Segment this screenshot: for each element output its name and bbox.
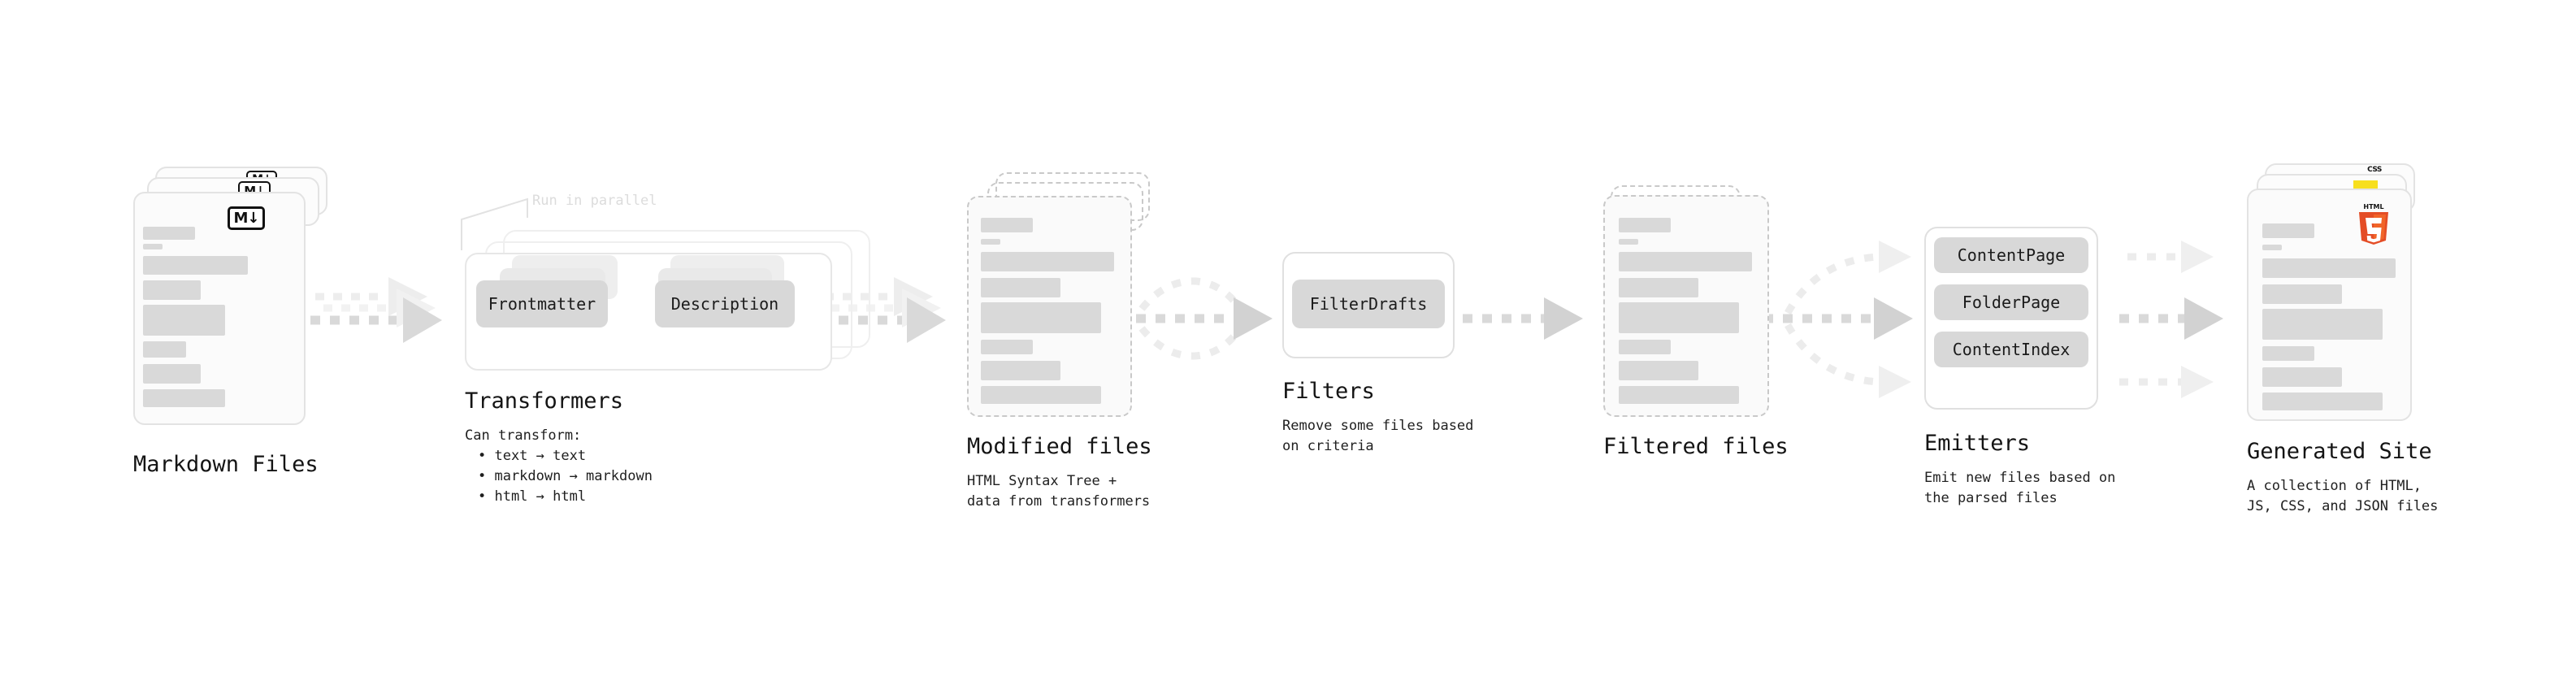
svg-text:HTML: HTML [2363, 203, 2383, 210]
stage-title-transformers: Transformers [465, 388, 624, 414]
doc-bar [143, 244, 163, 249]
doc-bar [1619, 218, 1671, 232]
doc-bar [981, 278, 1060, 297]
chip-frontmatter[interactable]: Frontmatter [476, 280, 608, 327]
doc-bar [1619, 302, 1739, 333]
doc-bar [2262, 346, 2314, 361]
doc-bar [2262, 223, 2314, 238]
stage-title-filtered-files: Filtered files [1603, 434, 1789, 459]
doc-bar [143, 389, 225, 407]
chip-contentindex[interactable]: ContentIndex [1934, 332, 2088, 367]
doc-bar [1619, 239, 1638, 245]
stage-title-generated-site: Generated Site [2247, 439, 2432, 464]
emitters-subtitle: Emit new files based on the parsed files [1924, 470, 2116, 506]
doc-bar [981, 218, 1033, 232]
doc-bar [981, 386, 1101, 404]
doc-bar [143, 280, 201, 300]
transformers-bullet-2: • html → html [478, 488, 587, 505]
doc-bar [1619, 361, 1698, 380]
doc-bar [143, 227, 195, 240]
doc-bar [143, 305, 225, 336]
chip-folderpage[interactable]: FolderPage [1934, 284, 2088, 320]
filters-subtitle: Remove some files based on criteria [1282, 418, 1474, 454]
markdown-icon: M↓ [228, 206, 265, 230]
doc-bar [981, 302, 1101, 333]
run-in-parallel-label: Run in parallel [532, 193, 657, 209]
doc-bar [2262, 309, 2383, 340]
transformers-bullet-0: • text → text [478, 448, 587, 464]
doc-bar [143, 364, 201, 384]
doc-bar [2262, 245, 2282, 250]
doc-bar [2262, 393, 2383, 410]
arrow-filtered-to-emitters [1763, 241, 1913, 398]
css-icon-label: CSS [2367, 166, 2382, 174]
doc-bar [1619, 340, 1671, 354]
arrow-markdown-to-transformers [310, 277, 442, 343]
doc-bar [2262, 284, 2342, 304]
transformers-bullet-1: • markdown → markdown [478, 468, 653, 484]
stage-title-filters: Filters [1282, 379, 1375, 404]
stage-title-markdown-files: Markdown Files [133, 452, 319, 477]
doc-bar [981, 361, 1060, 380]
transformers-subtitle-intro: Can transform: [465, 427, 582, 444]
doc-bar [143, 341, 186, 358]
stage-title-emitters: Emitters [1924, 431, 2031, 456]
html5-icon: HTML [2359, 203, 2388, 245]
doc-bar [143, 256, 248, 275]
generated-site-subtitle: A collection of HTML, JS, CSS, and JSON … [2247, 478, 2439, 514]
chip-description[interactable]: Description [655, 280, 795, 327]
arrow-modified-to-filters [1136, 277, 1273, 360]
stage-title-modified-files: Modified files [967, 434, 1152, 459]
arrow-emitters-to-site [2119, 241, 2223, 398]
modified-files-subtitle: HTML Syntax Tree + data from transformer… [967, 473, 1151, 510]
doc-bar [1619, 278, 1698, 297]
doc-bar [2262, 258, 2396, 278]
chip-contentpage[interactable]: ContentPage [1934, 237, 2088, 273]
doc-bar [981, 252, 1114, 271]
arrow-filters-to-filtered [1463, 297, 1583, 340]
doc-bar [1619, 386, 1739, 404]
chip-filterdrafts[interactable]: FilterDrafts [1292, 280, 1445, 328]
doc-bar [981, 340, 1033, 354]
doc-bar [2262, 367, 2342, 387]
doc-bar [1619, 252, 1752, 271]
doc-bar [981, 239, 1000, 245]
